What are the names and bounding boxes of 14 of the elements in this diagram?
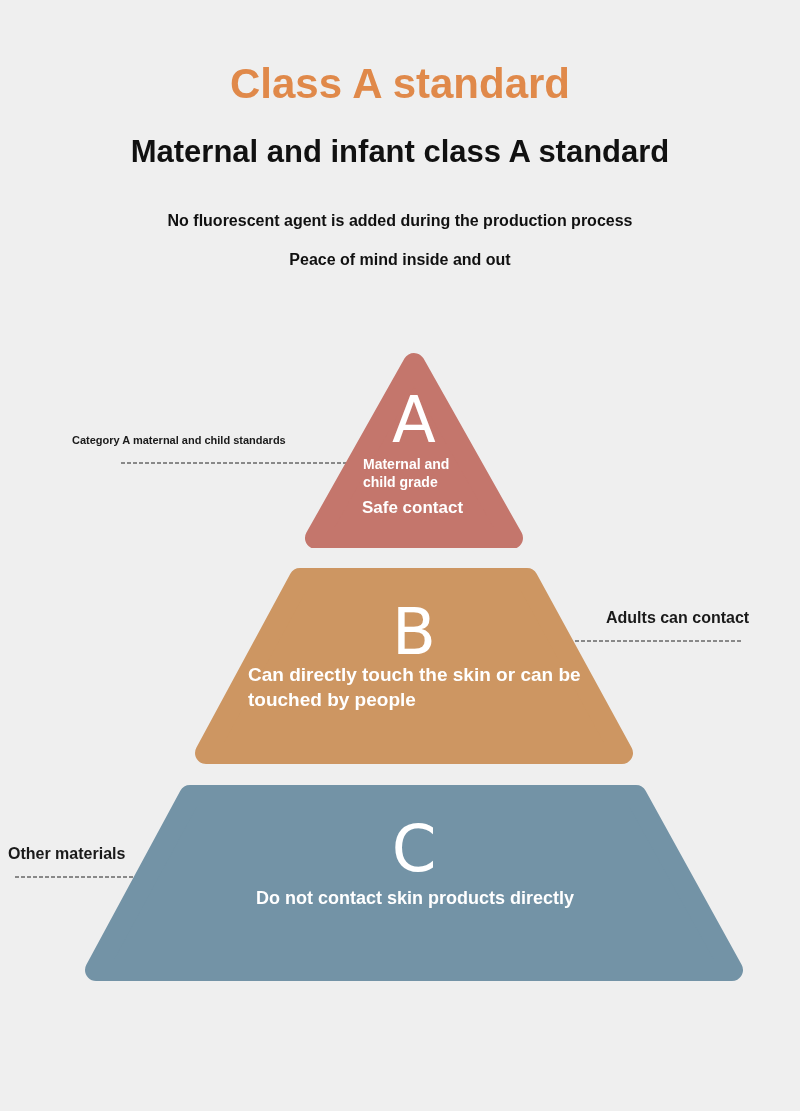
callout-text: Other materials (8, 845, 144, 877)
tagline: No fluorescent agent is added during the production process (166, 212, 634, 230)
tier-description: Do not contact skin products directly (254, 887, 575, 910)
tier-letter: B (392, 600, 436, 664)
tagline: Peace of mind inside and out (288, 251, 512, 269)
tier-grade: Maternal and child grade (363, 455, 451, 492)
callout-text: Category A maternal and child standards (72, 434, 322, 463)
tier-description: Can directly touch the skin or can be touched by people (248, 663, 582, 712)
tier-letter: C (390, 817, 438, 881)
tier-description: Safe contact (360, 497, 465, 519)
subtitle: Maternal and infant class A standard (129, 134, 671, 170)
title: Class A standard (229, 60, 571, 108)
callout-text: Adults can contact (606, 609, 766, 641)
tier-letter: A (391, 388, 437, 452)
